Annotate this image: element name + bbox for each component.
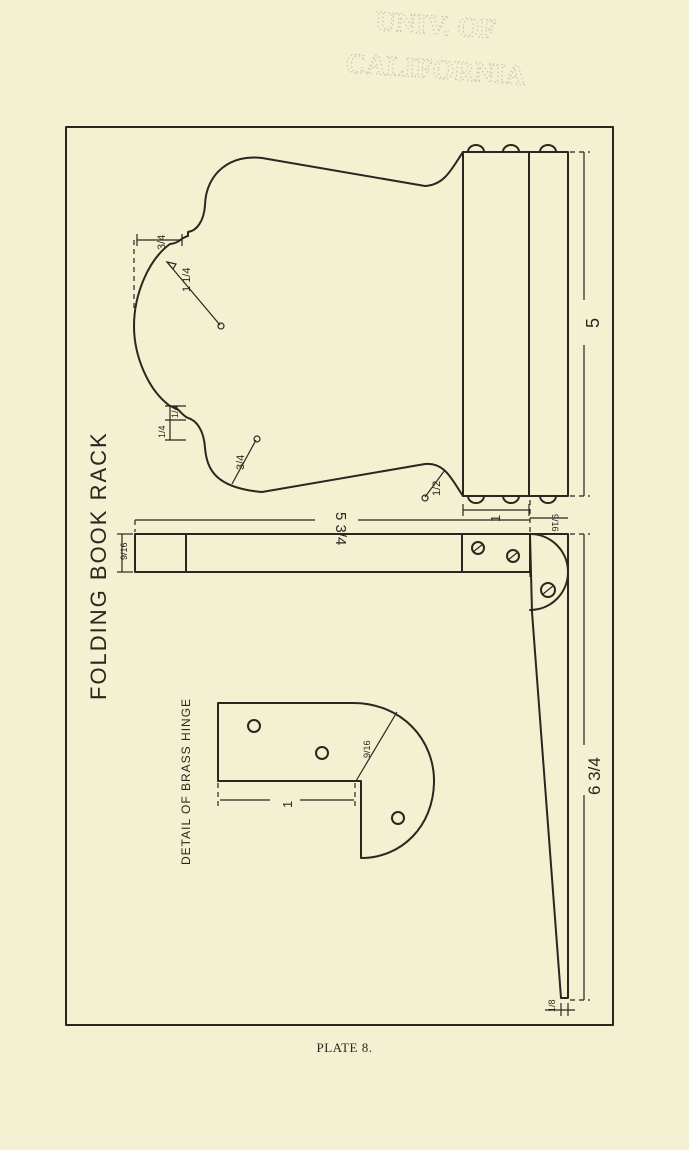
upright-width-dimension: 9/16 [117, 533, 133, 573]
hinge-detail: 9/16 1 [217, 702, 436, 859]
base-length-dimension: 6 3/4 [570, 533, 604, 1001]
arch-rise-label: 3/4 [156, 235, 168, 250]
hinge-radius-label: 9/16 [362, 740, 372, 758]
upright-width-label: 9/16 [119, 542, 129, 560]
plate-caption: PLATE 8. [316, 1040, 373, 1055]
base-length-label: 6 3/4 [585, 757, 604, 795]
end-height-label: 5 [583, 318, 603, 328]
step-upper-label: 1/4 [170, 405, 180, 418]
upright-length-dimension: 5 3/4 [134, 512, 530, 545]
notch-width-dimension: 1 [462, 504, 530, 522]
arch-radius-dimension: 1 1/4 [165, 261, 225, 330]
base-piece [529, 533, 569, 999]
step-lower-label: 1/4 [157, 425, 167, 438]
stamp-line-2: CALIFORNIA [345, 48, 528, 92]
curve-radius-large-dimension: 3/4 [231, 435, 261, 485]
curve-radius-small-dimension: 1/2 [421, 469, 446, 502]
curve-radius-large-label: 3/4 [235, 455, 247, 470]
hinge-detail-label: DETAIL OF BRASS HINGE [179, 698, 193, 865]
arch-rise-dimension: 3/4 [133, 234, 183, 312]
stamp-line-1: UNIV. OF [375, 6, 498, 45]
foot-width-dimension: 1/8 [545, 999, 575, 1016]
drawing-title: FOLDING BOOK RACK [86, 431, 111, 700]
plate-border [65, 126, 614, 1026]
end-piece-outline [133, 144, 569, 504]
upright-length-label: 5 3/4 [332, 512, 349, 545]
curve-radius-small-label: 1/2 [431, 481, 443, 496]
foot-width-label: 1/8 [547, 999, 557, 1012]
arch-radius-label: 1 1/4 [181, 268, 193, 292]
end-height-dimension: 5 [570, 151, 603, 497]
step-dimensions: 1/4 1/4 [157, 405, 186, 441]
hinge-length-label: 1 [280, 801, 295, 808]
notch-width-label: 1 [488, 515, 503, 522]
base-offset-label: 9/16 [550, 514, 560, 532]
library-stamp: UNIV. OF CALIFORNIA [344, 6, 528, 93]
